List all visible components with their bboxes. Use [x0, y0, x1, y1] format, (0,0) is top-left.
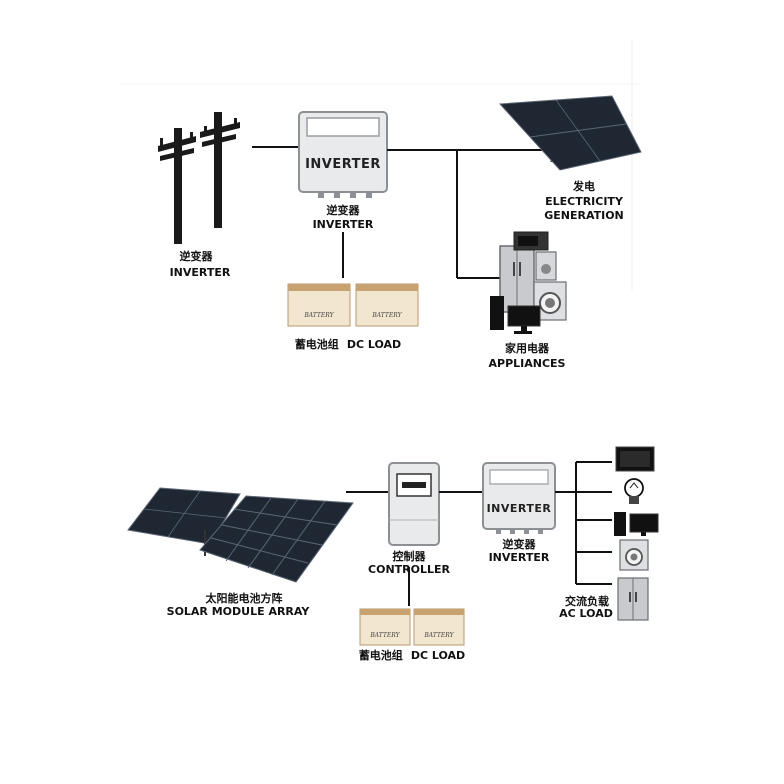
battery-text: BATTERY: [423, 632, 454, 639]
solar-label-en: SOLAR MODULE ARRAY: [167, 605, 311, 618]
pc-tower-icon: [490, 296, 504, 330]
inverter-box-title: INVERTER: [305, 157, 381, 172]
battery-label: 蓄电池组 DC LOAD: [359, 648, 465, 662]
battery-label-cn: 蓄电池组: [295, 337, 339, 351]
washing-machine-icon: [619, 539, 649, 571]
battery-text: BATTERY: [371, 312, 402, 319]
grid-label-cn: 逆变器: [180, 249, 214, 263]
top-system: 逆变器 INVERTER INVERTER 逆变器 INVERTER BATTE…: [158, 95, 642, 370]
inverter-icon: [482, 462, 556, 534]
inverter-icon: [298, 111, 388, 198]
utility-pole-icon: [158, 112, 240, 244]
ac-load-label-cn: 交流负载: [565, 594, 609, 608]
inverter-label-en: INVERTER: [489, 551, 550, 564]
pc-tower-icon: [614, 512, 626, 536]
washing-machine-icon: [533, 281, 567, 321]
battery-label-en: DC LOAD: [347, 338, 401, 351]
ac-load-label-en: AC LOAD: [559, 607, 613, 620]
bottom-system: 太阳能电池方阵 SOLAR MODULE ARRAY 控制器 CONTROLLE…: [127, 446, 659, 662]
monitor-icon: [507, 305, 541, 334]
grid-label-en: INVERTER: [170, 266, 231, 279]
inverter-label-en: INVERTER: [313, 218, 374, 231]
battery-label-en: DC LOAD: [411, 649, 465, 662]
battery-label: 蓄电池组 DC LOAD: [295, 337, 401, 351]
monitor-icon: [629, 513, 659, 536]
battery-icon: [359, 608, 465, 646]
refrigerator-icon: [499, 245, 535, 313]
battery-text: BATTERY: [369, 632, 400, 639]
inverter-box-title: INVERTER: [487, 502, 552, 515]
solar-panel-icon: [199, 495, 354, 583]
appliances-label-en: APPLIANCES: [489, 357, 566, 370]
panel-label-cn: 发电: [572, 179, 595, 193]
inverter-label-cn: 逆变器: [503, 537, 537, 551]
light-bulb-icon: [624, 478, 644, 504]
controller-label-cn: 控制器: [393, 549, 427, 563]
controller-icon: [388, 462, 440, 546]
appliances-group: [490, 231, 567, 334]
solar-label-cn: 太阳能电池方阵: [205, 591, 283, 605]
appliances-label-cn: 家用电器: [505, 341, 550, 355]
battery-text: BATTERY: [303, 312, 334, 319]
battery-label-cn: 蓄电池组: [359, 648, 403, 662]
battery-icon: [287, 283, 419, 327]
speaker-icon: [535, 251, 557, 281]
panel-label-en-1: ELECTRICITY: [545, 195, 624, 208]
microwave-icon: [513, 231, 549, 251]
inverter-label-cn: 逆变器: [327, 203, 361, 217]
refrigerator-icon: [617, 577, 649, 621]
panel-label-en-2: GENERATION: [544, 209, 624, 222]
solar-panel-icon: [498, 95, 642, 171]
tv-icon: [615, 446, 655, 472]
